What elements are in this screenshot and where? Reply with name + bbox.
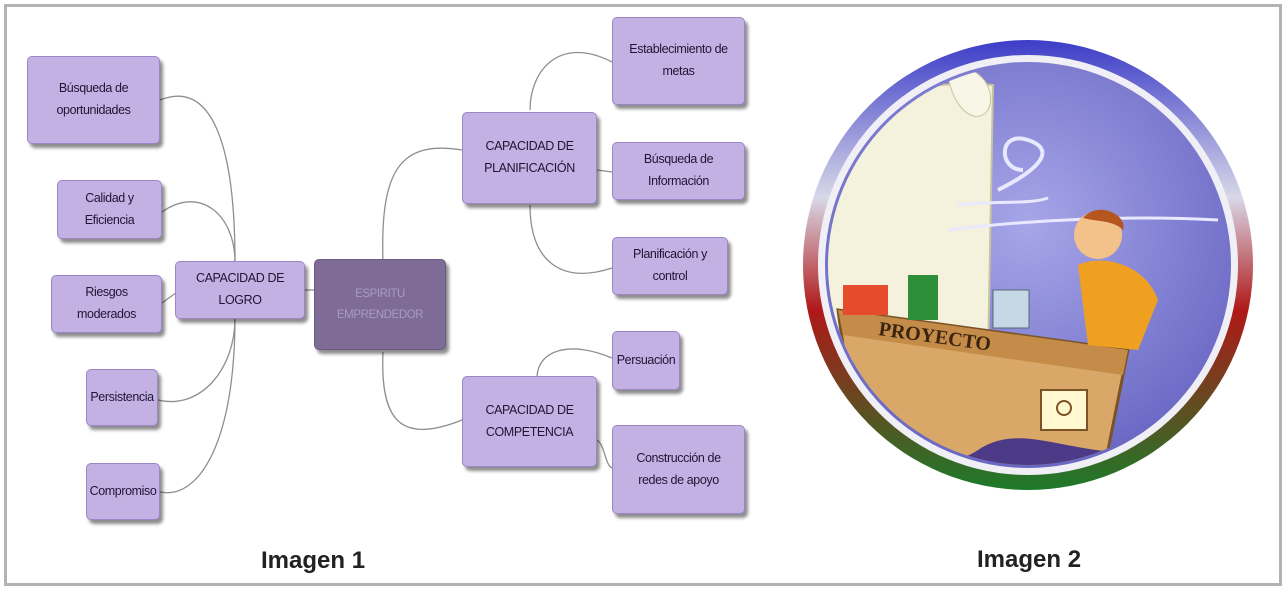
link-center-competencia (382, 351, 463, 431)
project-boat-illustration: PROYECTO (803, 40, 1253, 490)
link-comp-persuacion (536, 348, 613, 379)
branch-capacidad-logro: CAPACIDAD DE LOGRO (175, 261, 305, 319)
caption-image-1: Imagen 1 (261, 547, 366, 574)
link-plan-informacion (596, 169, 613, 173)
node-label: Búsqueda de oportunidades (56, 81, 131, 117)
link-comp-redes (596, 439, 613, 469)
node-planificacion-control: Planificación y control (612, 237, 728, 295)
node-label: Persistencia (90, 389, 154, 404)
center-node: ESPIRITU EMPRENDEDOR (314, 259, 446, 350)
node-persistencia: Persistencia (86, 369, 158, 426)
caption-image-2: Imagen 2 (977, 546, 1082, 573)
link-logro-persistencia (157, 317, 236, 403)
node-label: Persuación (616, 352, 676, 367)
node-label: Riesgos moderados (77, 285, 136, 321)
branch-capacidad-planificacion: CAPACIDAD DE PLANIFICACIÓN (462, 112, 597, 204)
node-label: Calidad y Eficiencia (84, 190, 135, 227)
node-establecimiento-metas: Establecimiento de metas (612, 17, 745, 105)
node-label: Construcción de redes de apoyo (636, 450, 721, 487)
node-label: Búsqueda de Información (643, 152, 714, 188)
node-compromiso: Compromiso (86, 463, 160, 520)
branch-capacidad-logro-label: CAPACIDAD DE LOGRO (195, 271, 285, 307)
link-plan-control (529, 204, 613, 274)
branch-capacidad-planificacion-label: CAPACIDAD DE PLANIFICACIÓN (484, 139, 575, 175)
node-label: Establecimiento de metas (629, 42, 728, 78)
node-riesgos-moderados: Riesgos moderados (51, 275, 162, 333)
branch-capacidad-competencia-label: CAPACIDAD DE COMPETENCIA (485, 402, 574, 439)
link-logro-compromiso (159, 317, 236, 494)
branch-capacidad-competencia: CAPACIDAD DE COMPETENCIA (462, 376, 597, 467)
node-busqueda-informacion: Búsqueda de Información (612, 142, 745, 200)
node-construccion-redes: Construcción de redes de apoyo (612, 425, 745, 514)
node-calidad-eficiencia: Calidad y Eficiencia (57, 180, 162, 239)
center-node-label: ESPIRITU EMPRENDEDOR (336, 288, 424, 321)
mindmap-connectors (157, 51, 613, 494)
node-label: Compromiso (89, 483, 157, 498)
link-logro-calidad (161, 201, 236, 263)
link-plan-metas (529, 51, 613, 111)
node-persuacion: Persuación (612, 331, 680, 390)
node-busqueda-oportunidades: Búsqueda de oportunidades (27, 56, 160, 144)
link-center-planificacion (382, 147, 463, 263)
link-logro-oportunidades (159, 95, 236, 263)
node-label: Planificación y control (633, 247, 707, 283)
